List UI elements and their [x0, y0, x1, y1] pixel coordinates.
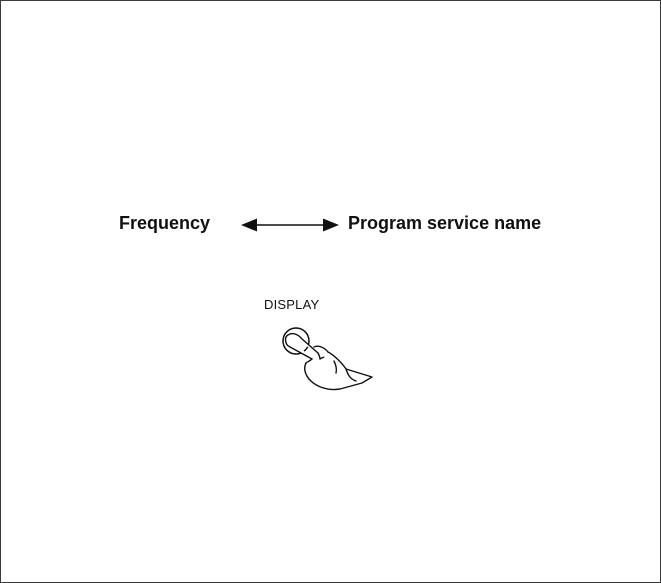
hand-icon: [284, 332, 373, 391]
frequency-label: Frequency: [119, 213, 211, 233]
program-service-name-label: Program service name: [348, 213, 542, 233]
hand-pressing-button-icon: [282, 327, 373, 391]
double-headed-arrow-icon: [241, 218, 339, 232]
display-button-label: DISPLAY: [264, 297, 320, 312]
